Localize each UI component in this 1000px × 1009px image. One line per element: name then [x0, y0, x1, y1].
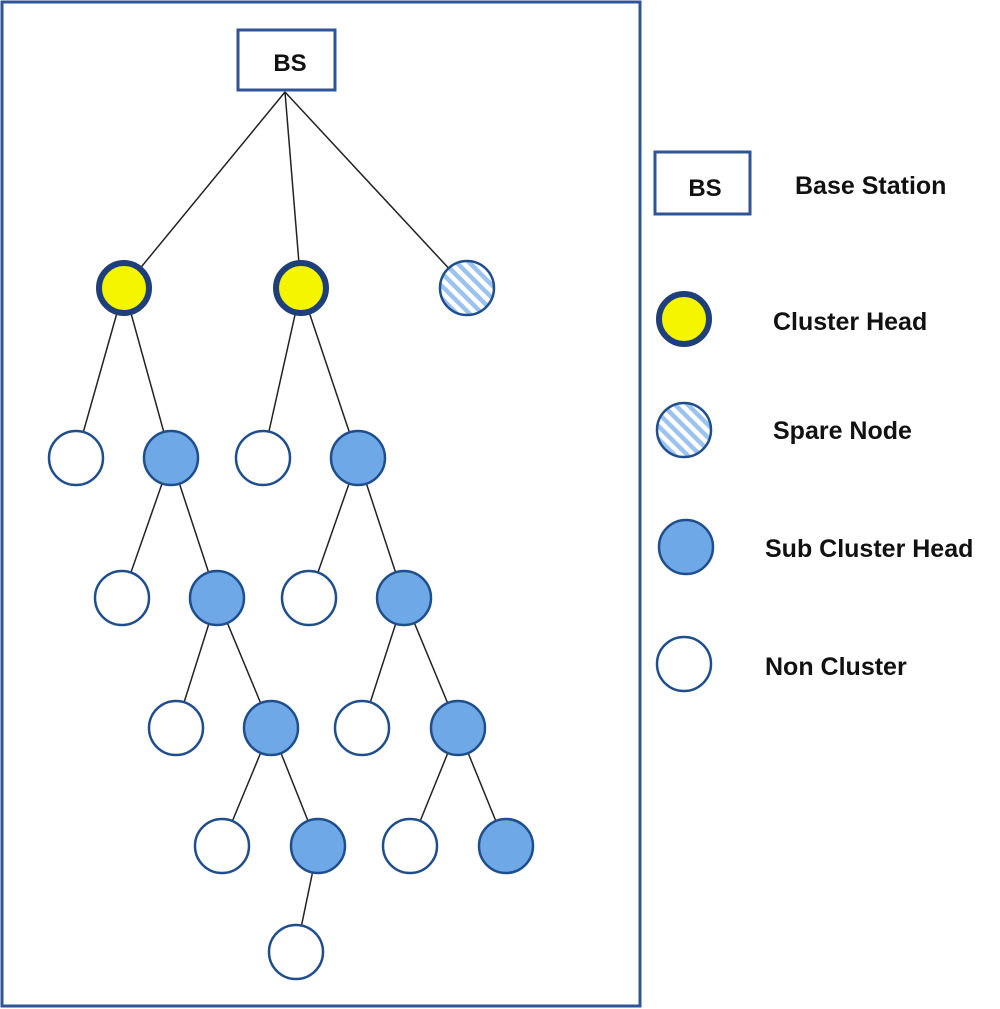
- non-cluster-node: [47, 429, 105, 487]
- edge-bs-sp1: [284, 91, 468, 289]
- sub-cluster-head-node: [477, 817, 535, 875]
- legend-base-station-symbol-label: BS: [688, 175, 721, 202]
- edge-ch2-s2: [300, 287, 359, 459]
- sub-cluster-head-node: [289, 817, 347, 875]
- sub-cluster-head-node: [375, 569, 433, 627]
- cluster-head-node: [273, 260, 329, 316]
- base-station-box: [236, 28, 337, 92]
- legend-cluster-head-label: Cluster Head: [773, 308, 927, 336]
- non-cluster-node: [333, 699, 391, 757]
- legend-item-non-cluster: Non Cluster: [655, 635, 907, 693]
- legend-spare-node-symbol: [655, 401, 713, 459]
- non-cluster-node: [280, 569, 338, 627]
- legend: BS Base Station Cluster Head Spare Node …: [653, 150, 973, 693]
- sub-cluster-head-node: [429, 699, 487, 757]
- base-station-node: BS: [236, 28, 337, 92]
- legend-spare-node-label: Spare Node: [773, 417, 912, 445]
- sub-cluster-head-node: [188, 569, 246, 627]
- spare-node: [438, 259, 496, 317]
- sub-cluster-head-node: [329, 429, 387, 487]
- non-cluster-node: [93, 569, 151, 627]
- legend-non-cluster-label: Non Cluster: [765, 653, 907, 681]
- non-cluster-node: [147, 699, 205, 757]
- edge-bs-ch2: [284, 91, 302, 289]
- legend-base-station-symbol: [653, 150, 752, 216]
- legend-item-cluster-head: Cluster Head: [656, 291, 927, 347]
- non-cluster-node: [267, 923, 325, 981]
- edge-ch2-n2: [262, 287, 302, 459]
- legend-item-sub-cluster-head: Sub Cluster Head: [657, 518, 973, 576]
- nodes-layer: [47, 259, 535, 981]
- sub-cluster-head-node: [242, 699, 300, 757]
- legend-non-cluster-symbol: [655, 635, 713, 693]
- legend-sub-cluster-head-symbol: [657, 518, 715, 576]
- diagram-frame: [0, 0, 642, 1008]
- legend-sub-cluster-head-label: Sub Cluster Head: [765, 535, 973, 563]
- edge-ch1-n1: [75, 287, 125, 459]
- cluster-head-node: [96, 260, 152, 316]
- legend-item-spare-node: Spare Node: [655, 401, 912, 459]
- non-cluster-node: [193, 817, 251, 875]
- non-cluster-node: [234, 429, 292, 487]
- edge-bs-ch1: [123, 91, 286, 289]
- sub-cluster-head-node: [142, 429, 200, 487]
- base-station-label: BS: [273, 50, 306, 77]
- legend-item-base-station: BS Base Station: [653, 150, 946, 216]
- edge-ch1-s1: [123, 287, 172, 459]
- non-cluster-node: [381, 817, 439, 875]
- edges-layer: [75, 91, 507, 953]
- legend-cluster-head-symbol: [656, 291, 712, 347]
- legend-base-station-label: Base Station: [795, 172, 946, 200]
